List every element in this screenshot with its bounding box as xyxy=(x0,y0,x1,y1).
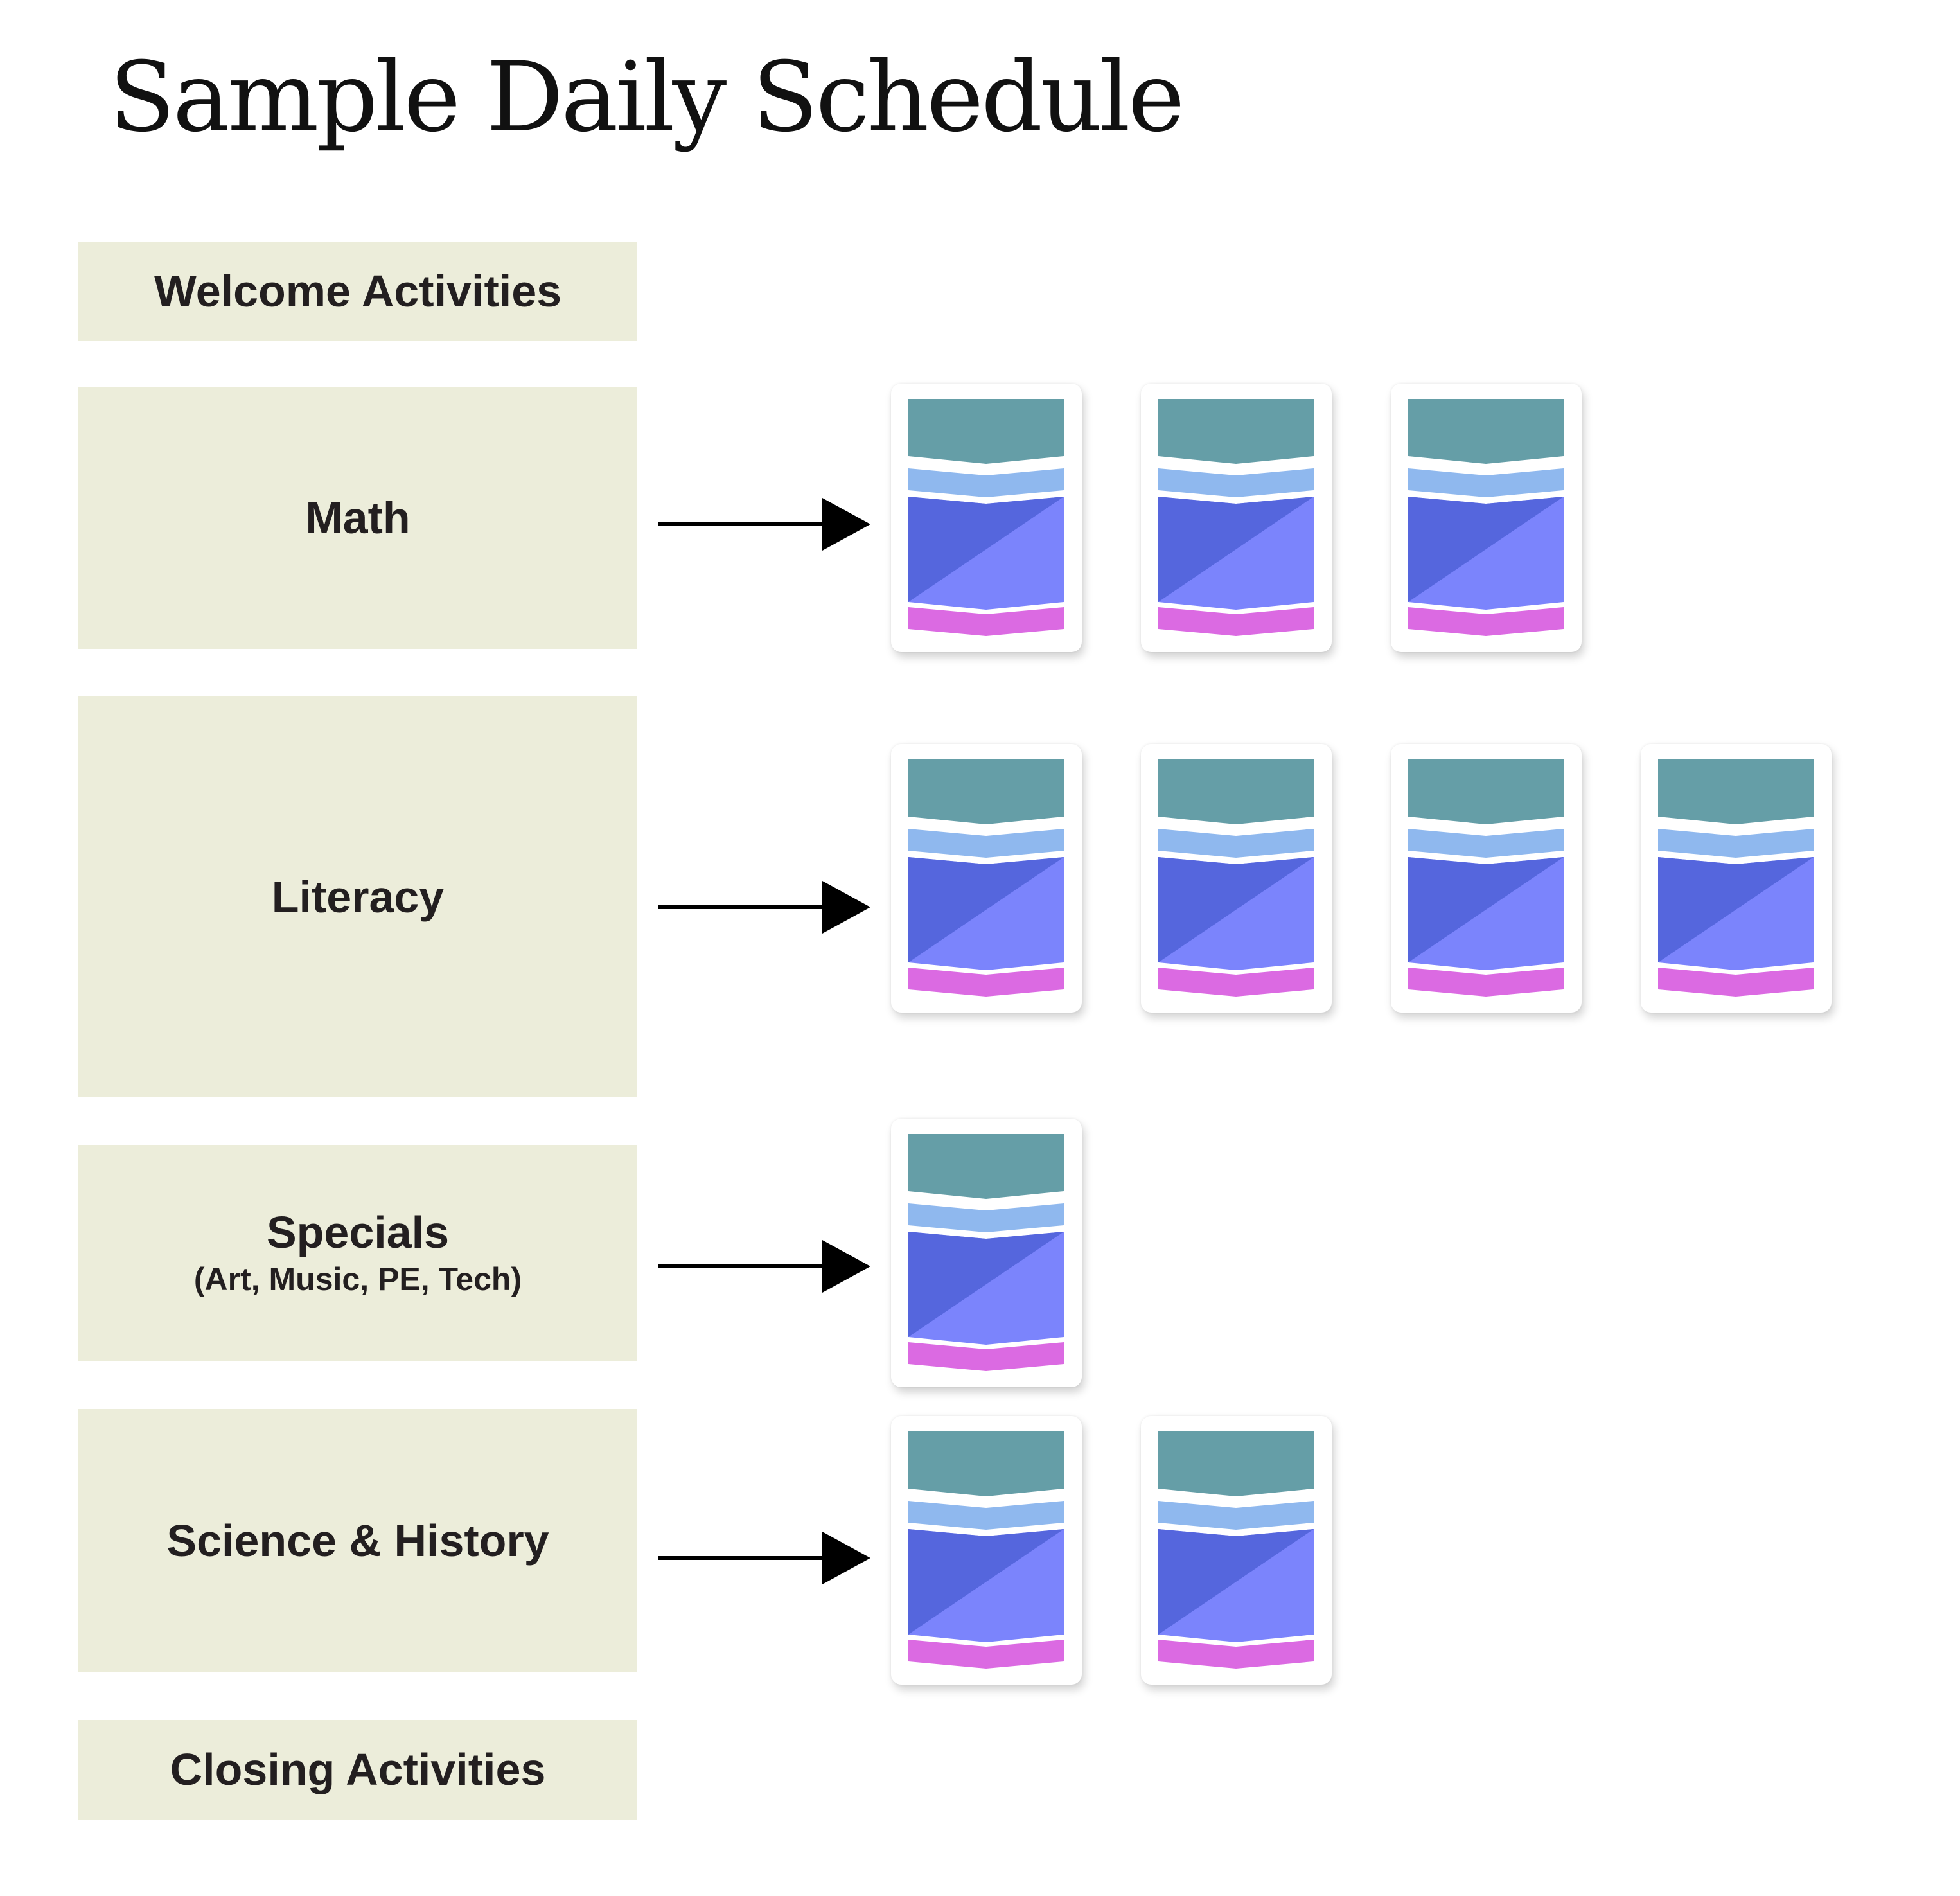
card-band-indigo xyxy=(908,497,1064,602)
card-band-indigo xyxy=(908,1232,1064,1337)
activity-card xyxy=(1641,744,1832,1013)
card-band-magenta xyxy=(908,1640,1064,1669)
card-band-teal xyxy=(1408,399,1564,464)
card-band-light-blue xyxy=(1158,468,1314,497)
block-welcome-activities: Welcome Activities xyxy=(78,242,637,341)
card-band-magenta xyxy=(1408,968,1564,997)
activity-card xyxy=(891,384,1082,652)
card-band-light-blue xyxy=(1158,829,1314,858)
card-band-magenta xyxy=(908,968,1064,997)
activity-card xyxy=(891,1119,1082,1387)
arrow-right-icon xyxy=(658,1240,870,1293)
block-label: Math xyxy=(305,492,411,543)
block-label: Welcome Activities xyxy=(154,266,562,316)
card-band-indigo xyxy=(1408,857,1564,962)
card-band-teal xyxy=(1408,759,1564,824)
card-band-magenta xyxy=(1658,968,1814,997)
block-label: Literacy xyxy=(271,871,445,922)
card-illustration-icon xyxy=(908,1431,1064,1669)
card-band-indigo xyxy=(1408,497,1564,602)
card-band-magenta xyxy=(1408,607,1564,636)
card-illustration-icon xyxy=(1408,759,1564,997)
activity-card xyxy=(1391,744,1582,1013)
card-illustration-icon xyxy=(1158,1431,1314,1669)
page-title: Sample Daily Schedule xyxy=(109,42,1185,154)
card-illustration-icon xyxy=(1158,759,1314,997)
card-band-teal xyxy=(908,1134,1064,1199)
card-illustration-icon xyxy=(1408,399,1564,636)
card-band-magenta xyxy=(1158,607,1314,636)
card-band-teal xyxy=(1158,1431,1314,1496)
card-illustration-icon xyxy=(1658,759,1814,997)
card-band-indigo xyxy=(1158,857,1314,962)
block-literacy: Literacy xyxy=(78,696,637,1097)
card-band-light-blue xyxy=(1408,829,1564,858)
activity-card xyxy=(891,1416,1082,1685)
card-band-indigo xyxy=(908,857,1064,962)
card-band-light-blue xyxy=(1158,1501,1314,1530)
arrow-right-icon xyxy=(658,498,870,551)
activity-card xyxy=(1141,744,1332,1013)
card-band-magenta xyxy=(1158,968,1314,997)
block-sublabel: (Art, Music, PE, Tech) xyxy=(193,1261,522,1297)
activity-card xyxy=(891,744,1082,1013)
block-closing-activities: Closing Activities xyxy=(78,1720,637,1820)
card-band-teal xyxy=(1158,759,1314,824)
block-label: Closing Activities xyxy=(170,1744,546,1794)
card-band-magenta xyxy=(1158,1640,1314,1669)
card-band-light-blue xyxy=(1658,829,1814,858)
card-band-teal xyxy=(908,399,1064,464)
activity-card xyxy=(1141,1416,1332,1685)
card-illustration-icon xyxy=(908,759,1064,997)
card-band-teal xyxy=(908,1431,1064,1496)
card-illustration-icon xyxy=(1158,399,1314,636)
arrow-right-icon xyxy=(658,881,870,934)
block-science-history: Science & History xyxy=(78,1409,637,1672)
activity-card xyxy=(1391,384,1582,652)
block-math: Math xyxy=(78,387,637,649)
card-band-teal xyxy=(1158,399,1314,464)
card-illustration-icon xyxy=(908,1134,1064,1371)
card-band-light-blue xyxy=(908,468,1064,497)
card-illustration-icon xyxy=(908,399,1064,636)
card-band-indigo xyxy=(1158,1529,1314,1635)
card-band-indigo xyxy=(1658,857,1814,962)
card-band-light-blue xyxy=(908,1203,1064,1232)
card-band-magenta xyxy=(908,607,1064,636)
card-band-light-blue xyxy=(908,829,1064,858)
block-label: Science & History xyxy=(166,1515,549,1566)
card-band-teal xyxy=(908,759,1064,824)
activity-card xyxy=(1141,384,1332,652)
card-band-light-blue xyxy=(1408,468,1564,497)
card-band-indigo xyxy=(1158,497,1314,602)
arrow-right-icon xyxy=(658,1532,870,1584)
block-specials: Specials (Art, Music, PE, Tech) xyxy=(78,1145,637,1361)
card-band-teal xyxy=(1658,759,1814,824)
card-band-magenta xyxy=(908,1342,1064,1371)
card-band-indigo xyxy=(908,1529,1064,1635)
block-label: Specials xyxy=(266,1207,450,1257)
card-band-light-blue xyxy=(908,1501,1064,1530)
